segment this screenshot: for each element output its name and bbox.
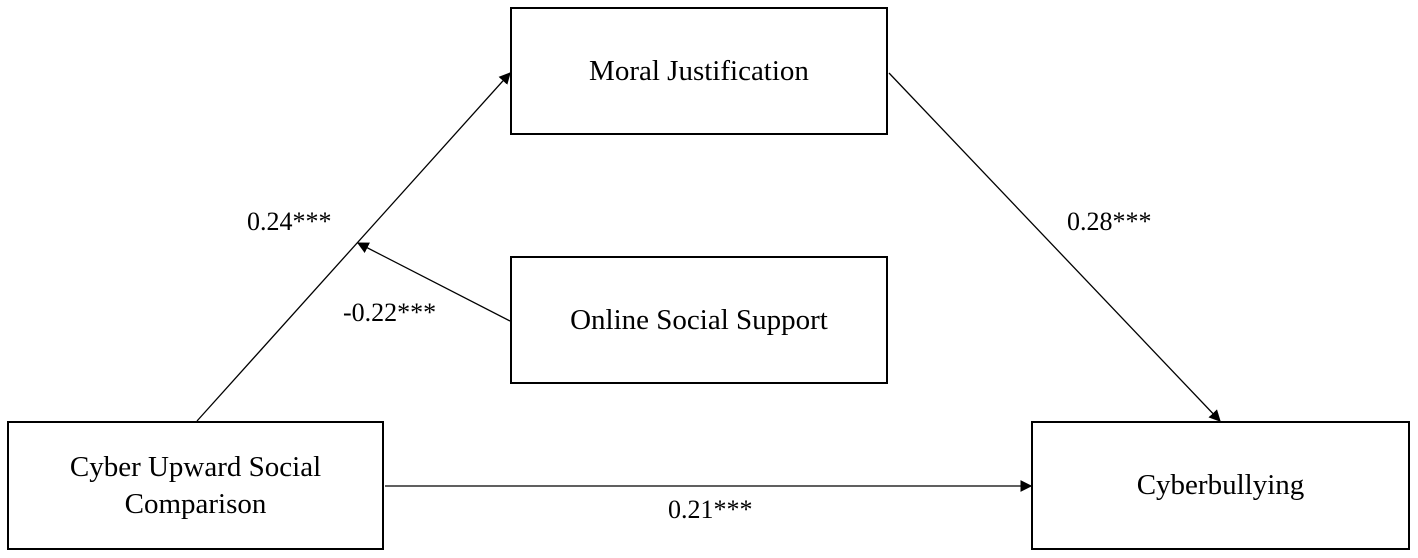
outcome-label: Cyberbullying: [1136, 469, 1305, 501]
moderator-box: Online Social Support: [510, 256, 888, 384]
predictor-label: Cyber Upward Social Comparison: [69, 450, 322, 520]
arrow-predictor-to-mediator: [196, 72, 511, 422]
mediator-box: Moral Justification: [510, 7, 888, 135]
outcome-box: Cyberbullying: [1031, 421, 1410, 550]
coefficient-mediator-to-outcome: 0.28***: [1067, 207, 1152, 236]
coefficient-predictor-to-outcome: 0.21***: [668, 495, 753, 524]
coefficient-moderation: -0.22***: [343, 298, 437, 327]
moderator-label: Online Social Support: [570, 303, 828, 336]
mediator-label: Moral Justification: [589, 54, 809, 87]
coefficient-predictor-to-mediator: 0.24***: [247, 207, 332, 236]
arrow-mediator-to-outcome: [888, 72, 1221, 422]
arrow-moderation: [356, 242, 511, 322]
predictor-box: Cyber Upward Social Comparison: [7, 421, 384, 550]
